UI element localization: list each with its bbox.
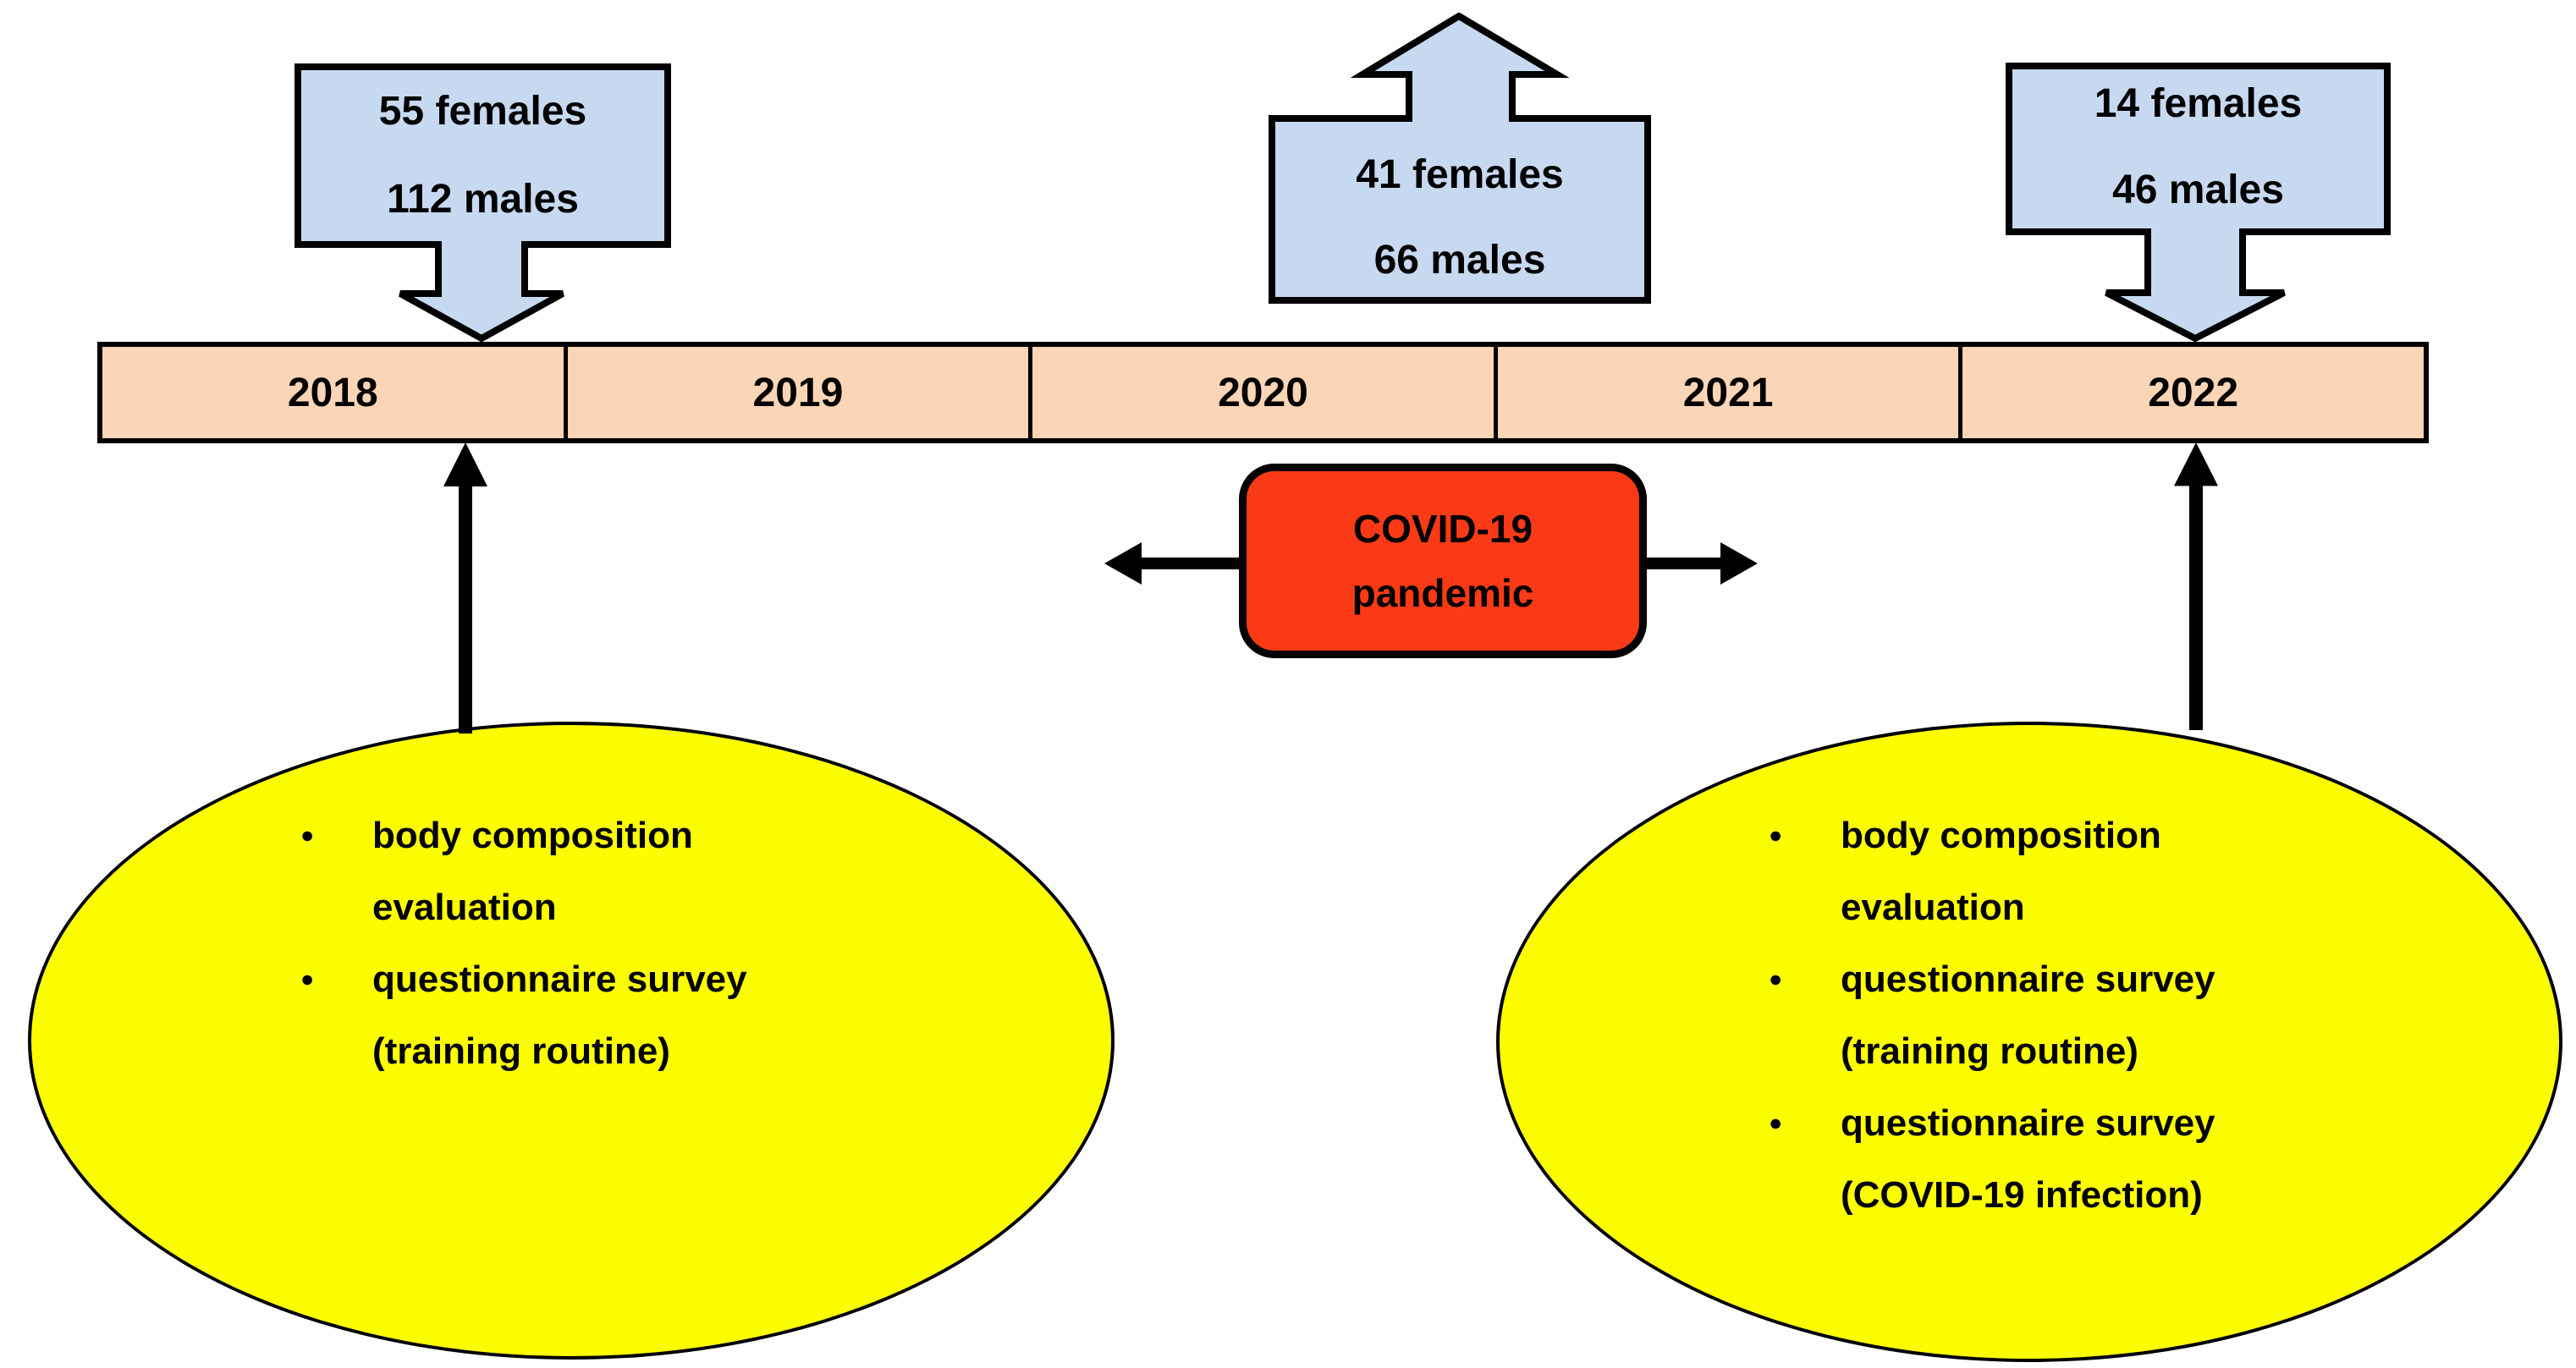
bullet-icon: ● [300,822,315,848]
covid-pandemic-box: COVID-19 pandemic [1239,464,1647,658]
timeline-year-cell: 2022 [2148,370,2239,415]
list-item: ● body composition evaluation [1769,799,2466,943]
assessments-2022-ellipse: ● body composition evaluation ● question… [1496,722,2562,1362]
down-callout-arrow-icon [2006,63,2391,342]
callout-pandemic-participants: 41 females 66 males [1269,13,1651,304]
male-count-pandemic: 66 males [1373,238,1546,283]
bullet-icon: ● [300,966,315,992]
list-item-text: questionnaire survey [1841,1102,2215,1144]
timeline-year-cell: 2019 [568,347,1033,438]
list-item: ● questionnaire survey (COVID-19 infecti… [1769,1087,2466,1231]
up-arrow-icon [443,442,487,733]
timeline-year-cell: 2020 [1032,347,1498,438]
female-count-2018: 55 females [378,89,587,134]
male-count-2018: 112 males [387,177,579,222]
list-item-text: evaluation [372,887,557,928]
timeline-year-cell: 2018 [102,347,568,438]
bullet-icon: ● [1769,1110,1783,1135]
list-item-text: evaluation [1841,887,2025,928]
up-callout-arrow-icon [1269,13,1651,304]
list-item-text: body composition [1841,815,2161,856]
list-item-text: (COVID-19 infection) [1841,1174,2203,1216]
list-item-text: body composition [372,815,693,856]
covid-box-line2: pandemic [1351,571,1534,615]
female-count-2022: 14 females [2094,81,2303,126]
female-count-pandemic: 41 females [1356,152,1564,197]
list-item: ● questionnaire survey (training routine… [1769,943,2466,1087]
down-callout-arrow-icon [294,63,671,342]
list-item: ● questionnaire survey (training routine… [300,943,1018,1087]
assessments-2018-ellipse: ● body composition evaluation ● question… [28,722,1115,1360]
male-count-2022: 46 males [2112,168,2284,212]
list-item-text: questionnaire survey [372,959,747,1000]
list-item-text: (training routine) [1841,1030,2138,1072]
list-item-text: (training routine) [372,1030,670,1072]
covid-box-line1: COVID-19 [1352,507,1533,551]
callout-2022-participants: 14 females 46 males [2006,63,2391,342]
assessments-2018-list: ● body composition evaluation ● question… [31,725,1111,1356]
timeline-bar: 2018 2019 2020 2021 2022 [97,342,2429,443]
assessments-2022-list: ● body composition evaluation ● question… [1500,725,2559,1359]
callout-2018-participants: 55 females 112 males [294,63,671,342]
list-item-text: questionnaire survey [1841,959,2215,1000]
bullet-icon: ● [1769,822,1783,848]
list-item: ● body composition evaluation [300,799,1018,943]
bullet-icon: ● [1769,966,1783,992]
timeline-year-cell: 2021 [1498,347,1963,438]
up-arrow-icon [2174,442,2218,731]
